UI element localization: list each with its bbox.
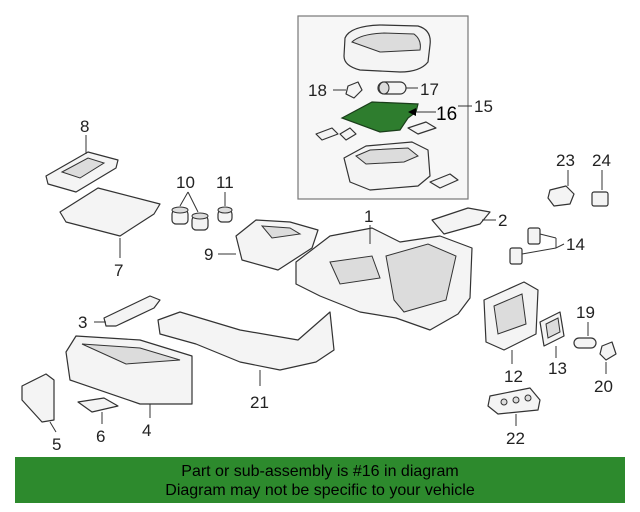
part-11-cup[interactable] [217,206,233,223]
part-23-clip[interactable] [547,185,575,207]
part-4-side-panel[interactable] [65,335,193,405]
part-20-clip[interactable] [599,341,617,361]
banner-line-2: Diagram may not be specific to your vehi… [165,482,475,499]
armrest-base-part[interactable] [343,141,431,191]
part-1-console-body[interactable] [295,227,473,331]
callout-7: 7 [114,261,123,280]
callout-18: 18 [308,81,327,100]
callout-8: 8 [80,117,89,136]
part-17-cylinder[interactable] [377,81,407,95]
part-12-side-panel[interactable] [483,281,539,351]
callout-3: 3 [78,313,87,332]
leader-5 [49,421,57,433]
callout-16: 16 [436,104,457,125]
callout-15: 15 [474,97,493,116]
callout-23: 23 [556,151,575,170]
part-6-pad[interactable] [77,397,119,413]
callout-1: 1 [364,207,373,226]
part-3-bracket[interactable] [103,295,161,327]
callout-21: 21 [250,393,269,412]
callout-2: 2 [498,211,507,230]
callout-20: 20 [594,377,613,396]
callout-24: 24 [592,151,611,170]
part-2-panel[interactable] [431,207,491,235]
part-24-clip[interactable] [591,191,609,207]
hinge-piece-left[interactable] [315,127,339,141]
part-16-highlighted[interactable] [340,101,419,133]
leader-16-arrow [408,108,416,116]
hinge-piece-center[interactable] [339,127,357,141]
leader-10 [179,191,199,213]
callout-6: 6 [96,427,105,446]
callout-12: 12 [504,367,523,386]
part-5-endcap[interactable] [21,373,55,423]
armrest-lid-part[interactable] [343,24,431,73]
part-21-long-trim[interactable] [157,311,335,371]
part-9-bracket[interactable] [235,219,319,271]
part-13-plate[interactable] [539,311,565,347]
callout-13: 13 [548,359,567,378]
callout-17: 17 [420,80,439,99]
latch-piece[interactable] [429,173,459,189]
callout-11: 11 [216,173,234,192]
part-10-cup-holders[interactable] [171,206,209,231]
notice-banner: Part or sub-assembly is #16 in diagram D… [15,457,625,503]
banner-line-1: Part or sub-assembly is #16 in diagram [181,463,459,480]
part-22-module[interactable] [487,387,541,415]
part-19-cylinder[interactable] [573,337,597,349]
callout-9: 9 [204,245,213,264]
callout-19: 19 [576,303,595,322]
hinge-piece-right[interactable] [407,121,437,135]
part-14-clips[interactable] [509,227,541,265]
callout-22: 22 [506,429,525,448]
callout-14: 14 [566,235,585,254]
leader-14 [521,233,565,255]
part-8-bezel[interactable] [45,151,119,193]
part-7-mat[interactable] [59,187,161,237]
part-18-clip[interactable] [345,81,363,99]
parts-diagram: 18 17 16 15 8 7 10 11 [21,15,617,454]
callout-4: 4 [142,421,151,440]
callout-5: 5 [52,435,61,454]
callout-10: 10 [176,173,195,192]
